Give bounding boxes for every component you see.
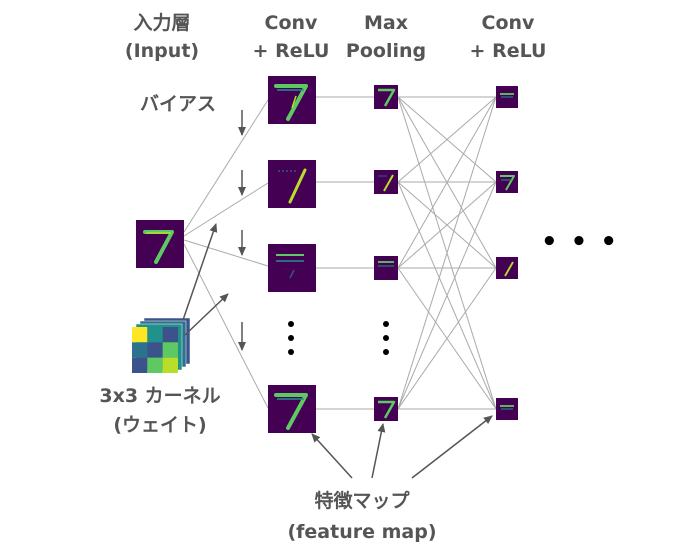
kernel-cell bbox=[147, 342, 163, 358]
kernel-cell bbox=[162, 357, 178, 373]
input-image bbox=[136, 220, 184, 268]
kernel-stack bbox=[132, 317, 191, 373]
conv2-map-4 bbox=[496, 398, 518, 420]
kernel-cell bbox=[132, 327, 148, 343]
feature-map-arrows bbox=[311, 415, 493, 479]
kernel-label: 3x3 カーネル bbox=[99, 385, 220, 407]
feature-map-label: 特徴マップ bbox=[314, 489, 410, 512]
kernel-cell bbox=[132, 357, 148, 373]
continuation-ellipsis: • • • bbox=[541, 227, 619, 257]
conv1-map-3 bbox=[268, 244, 316, 292]
kernel-cell bbox=[162, 342, 178, 358]
pool-vertical-ellipsis bbox=[383, 321, 389, 355]
conv2-map-3 bbox=[496, 257, 518, 279]
kernel-arrow-2 bbox=[184, 293, 229, 336]
conv2-title: Conv bbox=[482, 12, 536, 34]
conv1-subtitle: + ReLU bbox=[253, 40, 330, 62]
conv1-map-4 bbox=[268, 385, 316, 433]
input-layer-subtitle: (Input) bbox=[125, 40, 199, 62]
pool-map-4 bbox=[374, 397, 398, 421]
kernel-arrows bbox=[182, 223, 229, 336]
kernel-cell bbox=[162, 327, 178, 343]
kernel-sublabel: (ウェイト) bbox=[113, 414, 206, 436]
kernel-arrow-1 bbox=[182, 223, 218, 321]
kernel-cell bbox=[147, 327, 163, 343]
pool-to-conv2-connections bbox=[397, 96, 497, 410]
pool-map-2 bbox=[374, 170, 398, 194]
conv1-to-pool-connections bbox=[316, 96, 374, 410]
conv1-map-2 bbox=[268, 160, 316, 208]
feature-map-arrow-2 bbox=[371, 423, 386, 479]
conv2-map-1 bbox=[496, 86, 518, 108]
pool-map-1 bbox=[374, 85, 398, 109]
pool-subtitle: Pooling bbox=[346, 40, 426, 62]
bias-label: バイアス bbox=[140, 93, 216, 115]
conv1-map-1 bbox=[268, 76, 316, 124]
feature-map-sublabel: (feature map) bbox=[287, 521, 436, 543]
conv1-vertical-ellipsis bbox=[288, 321, 294, 355]
pool-map-3 bbox=[374, 256, 398, 280]
conv1-title: Conv bbox=[265, 12, 319, 34]
input-to-conv1-connections bbox=[183, 99, 269, 409]
kernel-cell bbox=[132, 342, 148, 358]
pool-title: Max bbox=[364, 12, 408, 34]
conv2-map-2 bbox=[496, 171, 518, 193]
kernel-cell bbox=[147, 357, 163, 373]
input-layer-title: 入力層 bbox=[133, 11, 190, 34]
feature-map-arrow-3 bbox=[411, 415, 493, 479]
conv2-subtitle: + ReLU bbox=[470, 40, 547, 62]
feature-map-arrow-1 bbox=[311, 433, 353, 479]
kernel-front-grid bbox=[132, 327, 178, 373]
